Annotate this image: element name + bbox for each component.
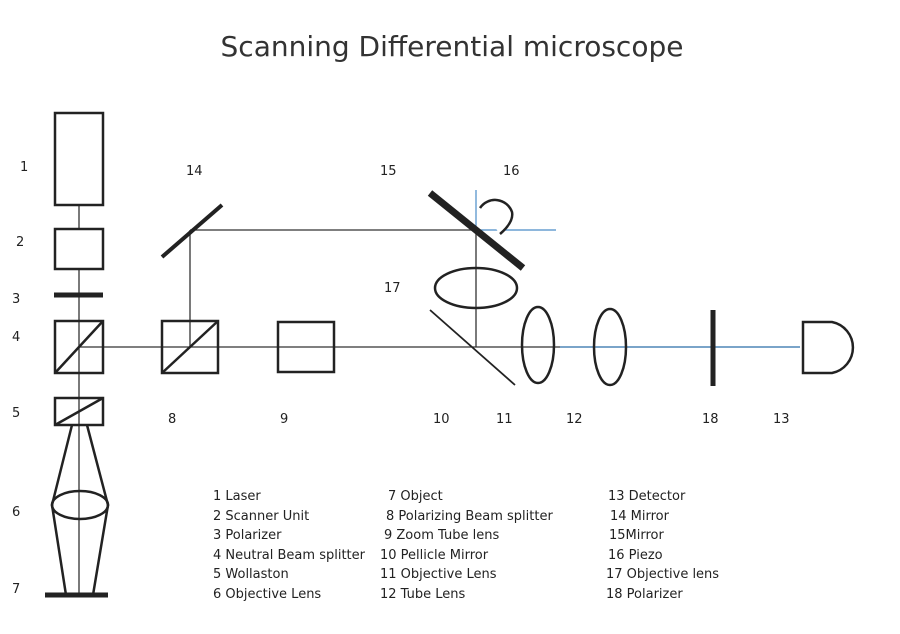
legend-item: 6 Objective Lens bbox=[213, 587, 321, 602]
legend-item: 11 Objective Lens bbox=[380, 567, 497, 582]
label-15: 15 bbox=[380, 164, 397, 179]
legend-item: 16 Piezo bbox=[608, 548, 663, 563]
laser bbox=[53, 111, 105, 207]
label-9: 9 bbox=[280, 412, 288, 427]
mirror-15 bbox=[427, 190, 526, 271]
legend-item: 8 Polarizing Beam splitter bbox=[386, 509, 553, 524]
objective-lens-11 bbox=[520, 305, 556, 385]
zoom-tube-lens bbox=[276, 320, 336, 374]
legend-item: 15Mirror bbox=[609, 528, 664, 543]
blue-beam-segments bbox=[475, 190, 800, 348]
polarizing-beam-splitter bbox=[160, 319, 220, 375]
label-8: 8 bbox=[168, 412, 176, 427]
piezo bbox=[478, 198, 514, 235]
diagram-title: Scanning Differential microscope bbox=[221, 30, 684, 63]
label-7: 7 bbox=[12, 582, 20, 597]
legend-item: 3 Polarizer bbox=[213, 528, 282, 543]
label-1: 1 bbox=[20, 160, 28, 175]
neutral-beam-splitter bbox=[53, 319, 105, 375]
legend-item: 9 Zoom Tube lens bbox=[384, 528, 499, 543]
mirror-14 bbox=[160, 203, 224, 259]
legend-item: 10 Pellicle Mirror bbox=[380, 548, 489, 563]
label-5: 5 bbox=[12, 406, 20, 421]
wollaston-prism bbox=[53, 396, 105, 427]
legend-item: 14 Mirror bbox=[610, 509, 670, 524]
legend-item: 13 Detector bbox=[608, 489, 686, 504]
pellicle-mirror bbox=[429, 309, 516, 386]
legend-item: 2 Scanner Unit bbox=[213, 509, 309, 524]
legend-item: 5 Wollaston bbox=[213, 567, 289, 582]
component-numbers: 1 2 3 4 5 6 7 8 9 10 11 12 13 14 15 16 1… bbox=[12, 160, 790, 597]
detector bbox=[801, 320, 855, 375]
legend: 1 Laser 2 Scanner Unit 3 Polarizer 4 Neu… bbox=[213, 489, 719, 602]
label-14: 14 bbox=[186, 164, 203, 179]
objective-lens-6 bbox=[50, 424, 110, 596]
legend-item: 18 Polarizer bbox=[606, 587, 683, 602]
legend-item: 12 Tube Lens bbox=[380, 587, 466, 602]
label-6: 6 bbox=[12, 505, 20, 520]
label-17: 17 bbox=[384, 281, 401, 296]
label-16: 16 bbox=[503, 164, 520, 179]
legend-item: 7 Object bbox=[388, 489, 443, 504]
label-2: 2 bbox=[16, 235, 24, 250]
label-11: 11 bbox=[496, 412, 513, 427]
legend-item: 1 Laser bbox=[213, 489, 261, 504]
label-18: 18 bbox=[702, 412, 719, 427]
label-13: 13 bbox=[773, 412, 790, 427]
scanner-unit bbox=[53, 227, 105, 271]
tube-lens-12 bbox=[592, 307, 628, 387]
label-12: 12 bbox=[566, 412, 583, 427]
legend-item: 4 Neutral Beam splitter bbox=[213, 548, 366, 563]
label-3: 3 bbox=[12, 292, 20, 307]
label-10: 10 bbox=[433, 412, 450, 427]
label-4: 4 bbox=[12, 330, 20, 345]
legend-item: 17 Objective lens bbox=[606, 567, 719, 582]
objective-lens-17 bbox=[433, 266, 519, 310]
